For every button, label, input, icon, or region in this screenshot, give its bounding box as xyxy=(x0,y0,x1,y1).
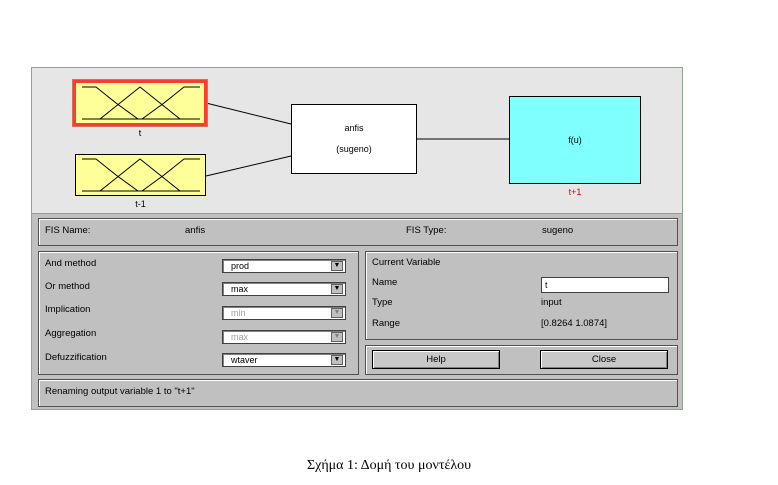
chevron-down-icon: ▼ xyxy=(331,261,343,271)
membership-functions-icon xyxy=(82,158,200,192)
aggregation-label: Aggregation xyxy=(45,328,97,339)
fis-editor-window: t t-1 anfis (sugeno) f(u) t+1 FIS Name: … xyxy=(31,67,683,410)
fis-system-block[interactable]: anfis (sugeno) xyxy=(291,104,417,174)
variable-name-field[interactable]: t xyxy=(541,277,669,293)
and-method-value: prod xyxy=(231,261,250,271)
membership-functions-icon xyxy=(82,86,200,120)
status-frame: Renaming output variable 1 to "t+1" xyxy=(38,379,678,407)
input-t-block[interactable] xyxy=(73,80,207,126)
fis-system-type: (sugeno) xyxy=(336,144,372,154)
range-label: Range xyxy=(372,318,400,329)
aggregation-select: max ▼ xyxy=(222,330,346,344)
input-t-1-label: t-1 xyxy=(135,199,146,209)
fis-type-label: FIS Type: xyxy=(406,225,447,236)
methods-frame: And method prod ▼ Or method max ▼ Implic… xyxy=(38,251,359,375)
figure-caption: Σχήμα 1: Δομή του μοντέλου xyxy=(306,458,472,473)
help-button[interactable]: Help xyxy=(372,350,500,369)
type-value: input xyxy=(541,297,562,308)
connector-lines xyxy=(205,102,509,177)
status-message: Renaming output variable 1 to "t+1" xyxy=(45,386,195,397)
aggregation-value: max xyxy=(231,332,249,342)
current-variable-frame: Current Variable Name t Type input Range… xyxy=(365,251,678,340)
and-method-label: And method xyxy=(45,258,97,269)
chevron-down-icon: ▼ xyxy=(331,308,343,318)
defuzzification-label: Defuzzification xyxy=(45,352,107,363)
input-t-label: t xyxy=(138,128,142,138)
range-value: [0.8264 1.0874] xyxy=(541,318,608,329)
fis-info-frame: FIS Name: anfis FIS Type: sugeno xyxy=(38,218,678,246)
fis-name-value: anfis xyxy=(185,225,206,236)
fis-system-name: anfis xyxy=(344,123,364,133)
implication-select: min ▼ xyxy=(222,306,346,320)
input-t-1-block[interactable] xyxy=(75,154,206,196)
current-variable-title: Current Variable xyxy=(372,257,441,268)
close-button[interactable]: Close xyxy=(540,350,668,369)
fis-type-value: sugeno xyxy=(542,225,574,236)
buttons-frame: Help Close xyxy=(365,345,678,375)
implication-value: min xyxy=(231,308,246,318)
implication-label: Implication xyxy=(45,304,91,315)
fis-diagram: t t-1 anfis (sugeno) f(u) t+1 xyxy=(32,68,682,214)
and-method-select[interactable]: prod ▼ xyxy=(222,259,346,273)
defuzzification-value: wtaver xyxy=(231,355,258,365)
defuzzification-select[interactable]: wtaver ▼ xyxy=(222,353,346,367)
output-block[interactable]: f(u) xyxy=(509,96,641,184)
or-method-select[interactable]: max ▼ xyxy=(222,282,346,296)
fis-name-label: FIS Name: xyxy=(45,225,91,236)
or-method-value: max xyxy=(231,284,249,294)
name-label: Name xyxy=(372,277,398,288)
output-label: t+1 xyxy=(568,187,582,197)
type-label: Type xyxy=(372,297,393,308)
chevron-down-icon: ▼ xyxy=(331,284,343,294)
chevron-down-icon: ▼ xyxy=(331,355,343,365)
or-method-label: Or method xyxy=(45,281,90,292)
chevron-down-icon: ▼ xyxy=(331,332,343,342)
